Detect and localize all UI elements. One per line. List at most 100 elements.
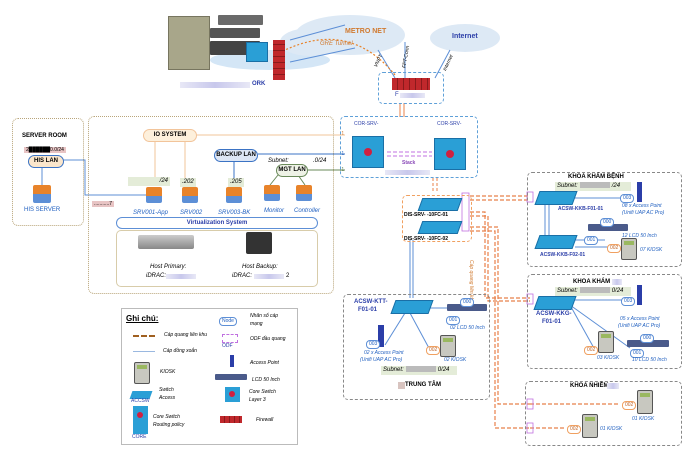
cable-tag: 000 bbox=[600, 218, 615, 227]
kkb-title: KHOA KHÁM BỆNH bbox=[568, 174, 624, 180]
gre-tunnel-label: GRE Tunnel bbox=[320, 41, 353, 47]
cable-tag: 001 bbox=[446, 316, 461, 325]
kkg-subnet: Subnet:0/24 bbox=[555, 287, 631, 296]
ktt-switch-icon bbox=[390, 300, 434, 314]
legend-odf-icon bbox=[222, 334, 238, 343]
his-server-label: HIS SERVER bbox=[24, 207, 61, 213]
legend-ap-icon bbox=[230, 355, 234, 367]
kkb-ap-model: (Unifi UAP AC Pro) bbox=[622, 210, 665, 216]
host-backup-label: Host Backup: bbox=[242, 264, 278, 270]
legend-switch-access-1: Switch bbox=[159, 387, 174, 393]
server-room-title: SERVER ROOM bbox=[22, 133, 67, 139]
host-backup-idrac: iDRAC: bbox=[232, 273, 253, 279]
kkb-switch-1-icon bbox=[534, 191, 578, 205]
server-label: Controller bbox=[294, 208, 321, 214]
core-switch-icon bbox=[246, 42, 268, 62]
legend-firewall-icon bbox=[220, 416, 242, 423]
legend-title: Ghi chú: bbox=[126, 314, 159, 323]
core-switch-right-icon bbox=[434, 138, 466, 170]
vm-server-icon bbox=[296, 185, 312, 201]
host-primary-idrac: iDRAC: bbox=[146, 273, 167, 279]
his-subnet: 2██████0.0/24 bbox=[24, 147, 66, 153]
dist-switch-1-icon bbox=[417, 198, 463, 211]
legend-box bbox=[121, 308, 298, 445]
legend-fiber: Cáp quang liên khu bbox=[164, 332, 208, 338]
legend-core-routing-icon bbox=[133, 406, 148, 434]
nhiem-kiosk-2-label: 01 KIOSK bbox=[600, 426, 623, 432]
kiosk-icon bbox=[582, 414, 598, 438]
lcd-icon bbox=[627, 340, 669, 347]
kkb-subnet: Subnet:/24 bbox=[555, 182, 631, 191]
lcd-icon bbox=[588, 224, 628, 231]
cable-tag: 002 bbox=[426, 346, 441, 355]
legend-core-l3-1: Core Switch bbox=[249, 389, 276, 395]
kkb-ap-label: 08 x Access Point bbox=[622, 203, 662, 209]
virtualization-area-box bbox=[88, 116, 334, 294]
kiosk-icon bbox=[621, 238, 637, 260]
wan-link-2 bbox=[289, 47, 356, 63]
virtualization-system-pill: Virtualization System bbox=[116, 217, 318, 229]
mgt-subnet-label: Subnet: bbox=[268, 158, 289, 164]
internet-cloud bbox=[430, 24, 500, 52]
kkg-switch-label-1: ACSW-KKG- bbox=[536, 311, 572, 317]
cable-tag: 000 bbox=[460, 298, 475, 307]
srv001-ip-tag: ...........7 bbox=[92, 201, 115, 207]
edge-firewall-label: F bbox=[395, 92, 399, 98]
cable-tag: 003 bbox=[620, 194, 635, 203]
edge-firewall-icon bbox=[392, 78, 430, 90]
legend-node-label-2: mạng bbox=[250, 321, 263, 327]
kkg-kiosk-label: 03 KIOSK bbox=[597, 355, 620, 361]
legend-acsw: ACCSW bbox=[131, 398, 150, 404]
edge-firewall-box bbox=[378, 72, 444, 104]
site-name-suffix: ORK bbox=[252, 81, 266, 87]
srv003-ip-tag: .205 bbox=[228, 178, 244, 187]
srv-subnet-tag: /24 bbox=[128, 177, 170, 186]
his-lan-pill: HIS LAN bbox=[28, 155, 64, 168]
host-backup-ip-suffix: 2 bbox=[286, 273, 290, 279]
nhiem-kiosk-1-label: 01 KIOSK bbox=[632, 416, 655, 422]
dist-switch-1-label: DIS-SRV- -10FC-01 bbox=[404, 212, 449, 218]
legend-firewall: Firewall bbox=[256, 417, 274, 423]
kkg-ap-model: (Unifi UAP AC Pro) bbox=[618, 323, 661, 329]
legend-core: CORE bbox=[132, 434, 147, 440]
host-primary-label: Host Primary: bbox=[150, 264, 187, 270]
server-rack-icon bbox=[218, 15, 263, 25]
kkg-ap-label: 05 x Access Point bbox=[620, 316, 660, 322]
legend-kiosk-icon bbox=[134, 362, 150, 384]
stack-label: Stack bbox=[402, 160, 416, 166]
server-room-box bbox=[12, 118, 84, 226]
access-point-icon bbox=[378, 325, 384, 347]
vm-server-icon bbox=[264, 185, 280, 201]
khoa-kham-box bbox=[527, 274, 682, 369]
legend-kiosk: KIOSK bbox=[160, 369, 176, 375]
legend-odf: ODF đầu quang bbox=[250, 336, 286, 342]
core-switch-left-icon bbox=[352, 136, 384, 168]
distribution-box bbox=[402, 195, 472, 242]
cable-tag: 001 bbox=[584, 236, 599, 245]
legend-node-tag: Node bbox=[219, 317, 237, 326]
cable-tag: 002 bbox=[584, 346, 599, 355]
core-port-label: .1 bbox=[340, 151, 345, 157]
dist-switch-2-icon bbox=[417, 221, 463, 234]
host-primary-server-icon bbox=[138, 235, 194, 249]
kkb-lcd-label: 12 LCD 50 Inch bbox=[622, 233, 657, 239]
legend-core-l3-2: Layer 3 bbox=[249, 397, 266, 403]
kkg-switch-icon bbox=[533, 296, 577, 310]
lcd-icon bbox=[447, 304, 487, 311]
mgt-subnet-suffix: .0/24 bbox=[313, 158, 327, 164]
kiosk-icon bbox=[598, 331, 614, 353]
legend-fiber-line bbox=[133, 335, 155, 337]
legend-core-routing-2: Routing policy bbox=[153, 422, 185, 428]
ktt-kiosk-label: 02 KIOSK bbox=[444, 357, 467, 363]
server-label: SRV003-BK bbox=[218, 210, 251, 216]
server-rack-icon bbox=[210, 28, 260, 38]
legend-lcd: LCD 50 Inch bbox=[252, 377, 280, 383]
server-label: SRV002 bbox=[180, 210, 203, 216]
ktt-ap-model: (Unifi UAP AC Pro) bbox=[360, 357, 403, 363]
kiosk-icon bbox=[637, 390, 653, 414]
hosts-box bbox=[116, 230, 318, 287]
legend-switch-access-2: Access bbox=[159, 395, 176, 401]
khoa-nhiem-box bbox=[525, 381, 682, 446]
fiber-links bbox=[470, 195, 620, 429]
cable-tag: 003 bbox=[621, 297, 636, 306]
